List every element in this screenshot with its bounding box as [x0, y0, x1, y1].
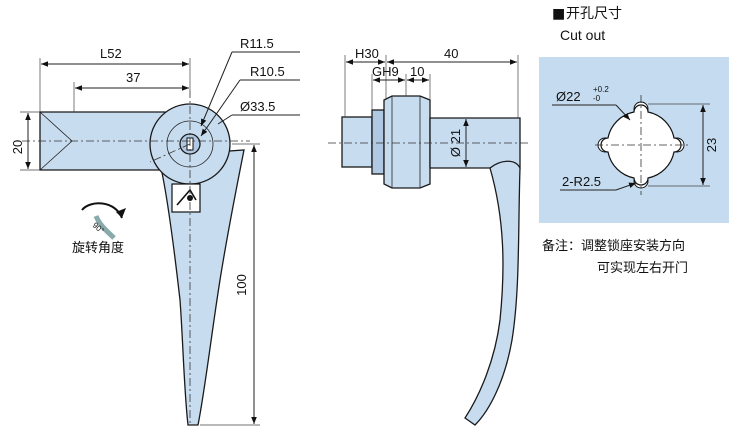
label-l52: L52 — [100, 46, 122, 61]
label-100: 100 — [234, 274, 249, 296]
label-r105: R10.5 — [250, 64, 285, 79]
label-20: 20 — [10, 140, 25, 154]
label-10: 10 — [410, 64, 424, 79]
label-40: 40 — [444, 46, 458, 61]
handle-lever-shape — [157, 149, 245, 426]
rotation-sticker-icon — [171, 183, 201, 213]
front-view — [20, 51, 300, 426]
label-23: 23 — [704, 138, 719, 152]
leader-d22 — [615, 104, 631, 121]
header-subtitle: Cut out — [560, 27, 605, 43]
side-view — [328, 55, 530, 426]
note-line-2: 可实现左右开门 — [597, 261, 688, 276]
label-h30: H30 — [355, 46, 379, 61]
label-gh9: GH9 — [372, 64, 399, 79]
side-handle-lever-shape — [464, 160, 521, 426]
leader-r115 — [200, 51, 233, 127]
label-r25: 2-R2.5 — [562, 174, 601, 189]
leader-r25 — [615, 182, 637, 191]
rotation-caption: 旋转角度 — [72, 240, 124, 256]
side-flange-shape — [383, 95, 431, 189]
rotation-angle-label: 90° — [91, 221, 106, 236]
label-d22: Ø22 — [556, 89, 581, 104]
header-marker: ■ — [552, 6, 565, 22]
side-thread-shape — [341, 116, 373, 168]
leader-r105 — [200, 79, 241, 137]
label-d21: Ø 21 — [448, 129, 463, 157]
rotation-arrow-icon — [81, 202, 126, 240]
leader-d335 — [217, 114, 233, 125]
header-title: 开孔尺寸 — [566, 6, 622, 22]
label-d335: Ø33.5 — [240, 99, 275, 114]
label-tol-upper: +0.2 — [593, 85, 609, 94]
label-tol-lower: -0 — [593, 94, 601, 103]
label-r115: R11.5 — [240, 36, 274, 51]
note-line-1: 备注：调整锁座安装方向 — [542, 238, 685, 254]
cutout-panel — [539, 57, 729, 223]
side-nut-shape — [371, 109, 385, 175]
hub-diagonal-centerline — [149, 143, 191, 163]
label-37: 37 — [126, 70, 140, 85]
